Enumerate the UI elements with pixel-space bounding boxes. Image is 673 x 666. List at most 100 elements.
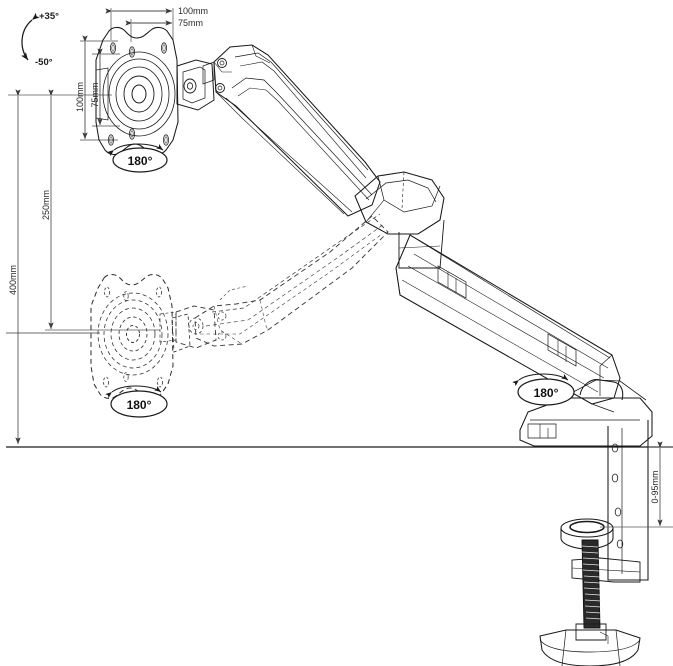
ghost-joint-face (213, 305, 243, 345)
upper-tilt-knuckle (176, 59, 215, 111)
upper-arm-mid-crease (231, 77, 373, 196)
elbow-joint-hub (354, 171, 445, 269)
vesa-plate-hub (131, 84, 147, 104)
ghost-screw-1 (217, 311, 227, 321)
ghost-knuckle (175, 305, 217, 349)
vesa-plate-left-edge (95, 67, 109, 121)
elbow-riser (398, 219, 445, 269)
clamp-post-hole-2 (611, 473, 619, 483)
upper-arm-lower-crease-2 (215, 91, 345, 215)
upper-arm-top-crease-2 (239, 61, 367, 179)
base-plate-top-edge (591, 403, 615, 413)
badge-base-ellipse (517, 378, 575, 406)
main-arm-slot-right (547, 333, 577, 367)
ghost-crease-2 (205, 223, 385, 327)
lower-vesa-ring-1 (97, 292, 169, 376)
upper-arm-screw-1-core (219, 60, 225, 66)
upper-arm-screw-1 (217, 58, 227, 68)
tilt-up-label: +35° (39, 11, 59, 22)
vesa-v100-label: 100mm (75, 82, 85, 112)
knuckle-pivot (183, 78, 197, 94)
main-arm-crease-4 (401, 279, 599, 393)
upper-arm-top-crease (234, 52, 369, 171)
clamp-post-outline (607, 420, 649, 581)
badge-lower-ellipse (110, 390, 168, 418)
clamp-screw-collar (575, 623, 607, 641)
clamp-thickness-label: 0-95mm (650, 470, 660, 503)
upper-arm-lower-crease (225, 97, 353, 213)
clamp-knob-detail (599, 631, 609, 644)
clamp-screw-thread (581, 539, 602, 629)
main-arm-back-edge (395, 267, 401, 296)
lower-vesa-hub (126, 325, 140, 343)
vesa-plate-ring-1 (102, 51, 176, 137)
main-arm-crease-2 (413, 253, 609, 369)
upper-arm-hinge-face (213, 61, 232, 73)
base-and-clamp (519, 379, 653, 666)
lower-vesa-tilt-block (171, 313, 191, 353)
ghost-knuckle-bracket (159, 311, 177, 343)
clamp-knob-ribs (561, 629, 621, 666)
tilt-arc-arrow (21, 12, 40, 61)
badge-base-label: 180° (534, 386, 559, 400)
badge-lower-arc (105, 385, 162, 399)
elbow-hub-outline (354, 171, 445, 235)
tilt-down-label: -50° (35, 57, 53, 68)
badge-upper-monitor-rotation: 180° (107, 143, 168, 173)
elbow-hub-hidden-edge (401, 171, 405, 209)
ghost-crease-3 (200, 233, 383, 335)
upper-arm-bracket (202, 61, 215, 85)
main-arm-crease-3 (407, 265, 605, 379)
clamp-post-hole-3 (614, 507, 622, 517)
main-arm-crease-1 (417, 239, 611, 359)
vesa-horizontal-dimensions (105, 8, 174, 42)
upper-arm-joint-face (251, 44, 271, 64)
lower-vesa-ring-3 (110, 307, 156, 361)
knuckle-body (176, 59, 215, 111)
knuckle-inner (182, 66, 206, 104)
main-arm-slot-left (437, 265, 467, 299)
badge-lower-monitor-rotation: 180° (105, 385, 168, 418)
height-range-dimensions (8, 89, 160, 445)
badge-base-arc (512, 373, 569, 387)
vesa-h100-label: 100mm (178, 6, 208, 16)
vesa-plate-ring-4 (123, 75, 155, 113)
clamp-lower-arm (571, 557, 641, 583)
vesa-plate-ring-2 (108, 58, 170, 130)
clamp-post-hole-1 (611, 443, 619, 453)
vesa-plate-ring-3 (115, 66, 163, 122)
ghost-lower-arm-outline (194, 215, 389, 347)
badge-upper-label: 180° (128, 154, 153, 168)
clamp-thickness-dimension (600, 441, 673, 528)
ghost-knuckle-core (192, 322, 200, 330)
badge-upper-arc (107, 143, 164, 157)
ghost-screw-2 (217, 331, 227, 341)
badge-lower-label: 180° (127, 398, 152, 412)
ghost-crease-1 (211, 213, 381, 313)
ghost-joint-face-2 (259, 299, 269, 331)
clamp-knob-top-curve (539, 639, 641, 653)
upper-arm-raised (202, 44, 381, 217)
lower-vesa-ring-4 (118, 316, 148, 352)
height-250-label: 250mm (41, 190, 51, 220)
elbow-hub-top (365, 179, 437, 203)
vesa-h75-label: 75mm (178, 18, 203, 28)
base-collar-top (561, 379, 647, 401)
upper-arm-screw-2-core (217, 85, 223, 91)
badge-base-rotation: 180° (512, 373, 575, 406)
knuckle-pivot-center (186, 82, 193, 90)
upper-arm-mid-crease-2 (237, 87, 370, 201)
upper-arm-screw-2 (215, 83, 225, 93)
main-arm-end-cap (599, 354, 613, 396)
elbow-riser-seam (398, 245, 441, 249)
clamp-post-hole-4 (616, 539, 624, 549)
tilt-range-indicator: +35° -50° (21, 11, 59, 68)
lowered-position-ghost (159, 213, 389, 349)
lower-vesa-ring-2 (103, 299, 163, 369)
base-plate-slot (527, 423, 557, 439)
elbow-hub-facet (377, 175, 441, 213)
badge-upper-ellipse (112, 147, 168, 173)
